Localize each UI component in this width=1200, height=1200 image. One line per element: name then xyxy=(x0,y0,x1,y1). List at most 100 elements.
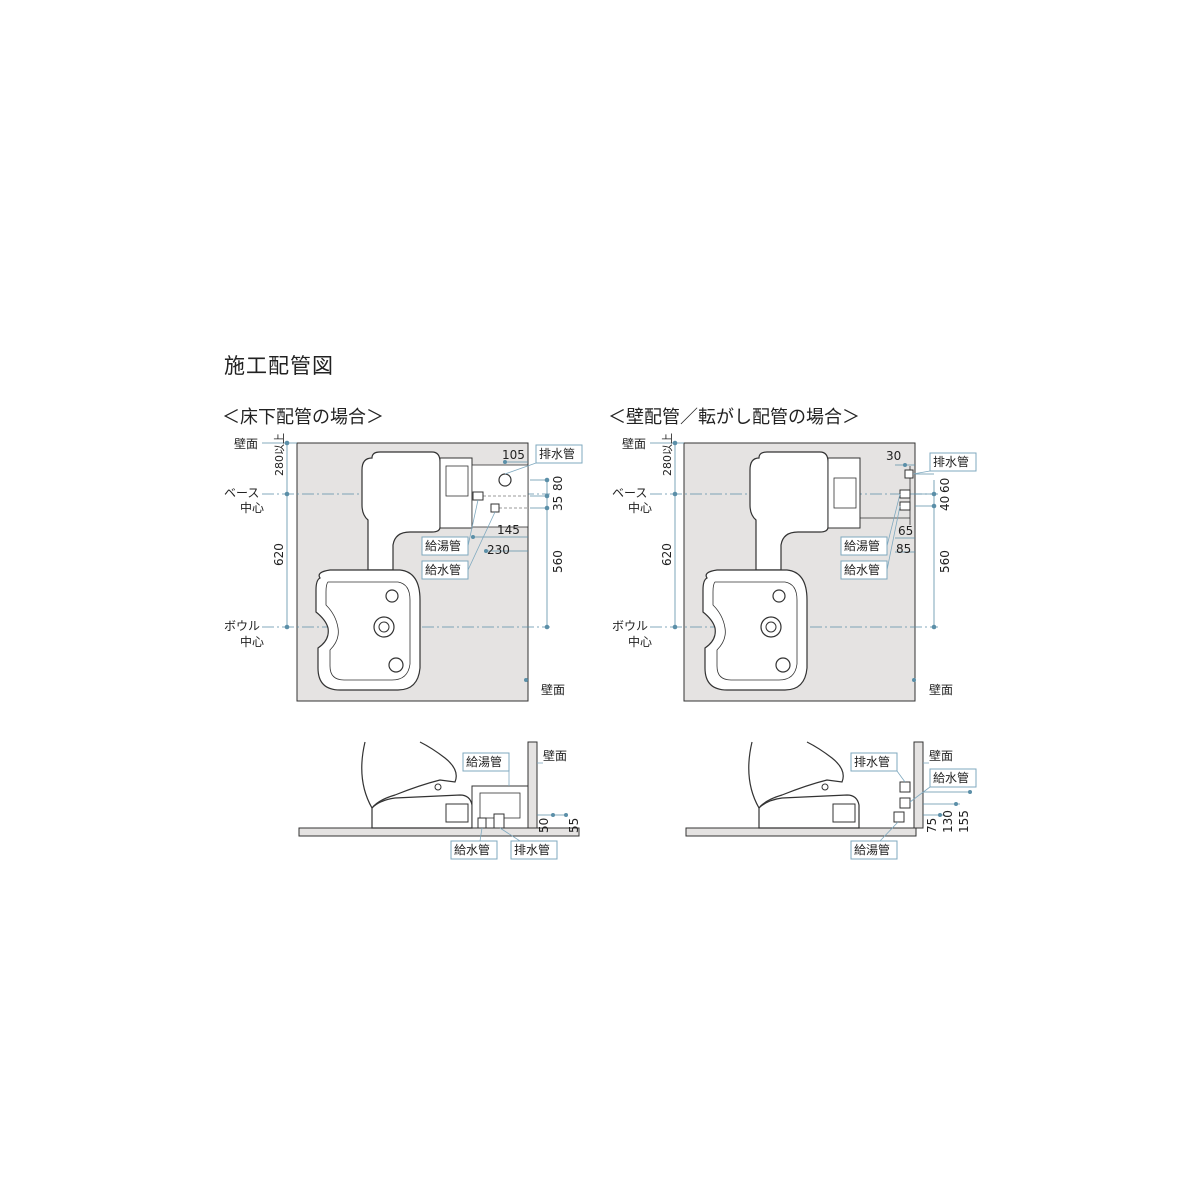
left-side-drain-valve-icon xyxy=(493,813,505,829)
right-floor xyxy=(685,827,917,837)
right-side-panel-icon xyxy=(832,803,856,823)
dim-dot xyxy=(931,503,937,509)
left-plan-view xyxy=(262,440,583,702)
leader-line xyxy=(912,470,931,475)
left-plan-texts: 壁面 ベース 中心 ボウル 中心 壁面 排水管 給湯管 給水管 105 145 … xyxy=(224,433,575,697)
left-dim-35: 35 xyxy=(551,496,565,511)
left-side-wall xyxy=(527,741,538,829)
right-side-hot-label-box xyxy=(850,840,898,860)
left-dim-230: 230 xyxy=(487,543,510,557)
right-bowl-drain-icon xyxy=(760,616,782,638)
left-side-texts: 給湯管 壁面 給水管 排水管 50 55 xyxy=(454,748,581,857)
right-dim-130: 130 xyxy=(941,810,955,833)
right-side-hot-label: 給湯管 xyxy=(854,842,890,857)
left-side-hot-label: 給湯管 xyxy=(466,754,502,769)
left-hot-pipe-label: 給湯管 xyxy=(425,538,461,553)
left-base-center-label-2: 中心 xyxy=(240,500,264,515)
leader-line xyxy=(879,821,899,842)
left-side-water-label: 給水管 xyxy=(454,842,490,857)
left-drain-pipe-label: 排水管 xyxy=(539,446,575,461)
left-bowl-drain-icon xyxy=(373,616,395,638)
dim-dot xyxy=(544,477,550,483)
dim-dot xyxy=(544,493,550,499)
left-dim-80: 80 xyxy=(551,476,565,491)
right-dim-560: 560 xyxy=(938,550,952,573)
right-side-view xyxy=(685,741,977,860)
dim-dot xyxy=(931,624,937,630)
right-side-body xyxy=(748,741,844,810)
right-dim-280: 280以上 xyxy=(661,433,674,476)
dim-dot xyxy=(544,505,550,511)
right-drain-valve-icon xyxy=(904,469,914,479)
right-side-wall-label: 壁面 xyxy=(929,748,953,763)
left-dim-55: 55 xyxy=(567,818,581,833)
left-wall-right-label: 壁面 xyxy=(541,682,565,697)
right-base-body xyxy=(749,451,829,571)
right-jet-icon xyxy=(775,657,791,673)
leader-line xyxy=(886,505,901,571)
leader-line xyxy=(499,827,521,842)
right-base-box xyxy=(827,457,861,529)
right-bowl-center-label-1: ボウル xyxy=(612,619,648,633)
right-dim-85: 85 xyxy=(896,542,911,556)
dim-dot xyxy=(954,802,958,806)
left-wall-top-label: 壁面 xyxy=(234,436,258,451)
right-dim-40: 40 xyxy=(938,496,952,511)
right-wall-right-label: 壁面 xyxy=(929,682,953,697)
right-side-drain-valve-icon xyxy=(899,781,911,793)
leader-line xyxy=(909,786,931,803)
right-hot-valve-icon xyxy=(899,489,911,499)
right-bowl-drain-inner-icon xyxy=(765,621,777,633)
right-base-center-label-2: 中心 xyxy=(628,500,652,515)
right-side-wall xyxy=(913,741,924,829)
right-view-heading: ＜壁配管／転がし配管の場合＞ xyxy=(608,407,860,428)
right-hot-pipe-label: 給湯管 xyxy=(844,538,880,553)
dim-dot xyxy=(284,624,290,630)
dim-dot xyxy=(503,460,507,464)
right-base-inner-box xyxy=(833,477,857,509)
left-side-water-label-box xyxy=(450,840,498,860)
right-side-texts: 排水管 壁面 給水管 給湯管 75 130 155 xyxy=(854,748,971,857)
left-base-center-label-1: ベース xyxy=(224,486,259,500)
right-side-hot-valve-icon xyxy=(893,811,905,823)
left-side-drain-label: 排水管 xyxy=(514,842,550,857)
left-base-body xyxy=(361,451,441,571)
right-dim-60: 60 xyxy=(938,478,952,493)
dim-dot xyxy=(912,678,916,682)
left-drain-label-box xyxy=(535,444,583,464)
right-bowl-center-label-2: 中心 xyxy=(628,634,652,649)
dim-dot xyxy=(672,491,678,497)
dim-dot xyxy=(544,624,550,630)
left-dim-105: 105 xyxy=(502,448,525,462)
left-dim-145: 145 xyxy=(497,523,520,537)
right-dim-65: 65 xyxy=(898,524,913,538)
right-side-screw-icon xyxy=(821,783,829,791)
left-side-panel-icon xyxy=(445,803,469,823)
left-water-valve-icon xyxy=(490,503,500,513)
right-base-center-label-1: ベース xyxy=(612,486,647,500)
left-side-wall-label: 壁面 xyxy=(543,748,567,763)
leader-line xyxy=(896,770,906,783)
right-side-water-label-box xyxy=(929,768,977,788)
left-water-pipe-label: 給水管 xyxy=(425,562,461,577)
left-bowl-center-label-1: ボウル xyxy=(224,619,260,633)
leader-line xyxy=(886,493,901,547)
left-side-hot-label-box xyxy=(462,752,510,772)
left-dim-280: 280以上 xyxy=(273,433,286,476)
leader-line xyxy=(479,827,483,842)
right-plan-texts: 壁面 ベース 中心 ボウル 中心 壁面 排水管 給湯管 給水管 30 65 85… xyxy=(612,433,969,697)
left-dim-620: 620 xyxy=(272,543,286,566)
right-water-valve-icon xyxy=(899,501,911,511)
dim-dot xyxy=(564,813,568,817)
left-side-screw-icon xyxy=(434,783,442,791)
leader-line xyxy=(467,499,479,547)
dim-dot xyxy=(938,813,942,817)
left-jet-icon xyxy=(388,657,404,673)
left-side-view xyxy=(298,741,580,860)
left-side-drain-label-box xyxy=(510,840,558,860)
right-faucet-icon xyxy=(772,589,786,603)
right-side-drain-label-box xyxy=(850,752,898,772)
left-hot-valve-icon xyxy=(472,491,484,501)
dim-dot xyxy=(672,624,678,630)
left-bowl-outline xyxy=(315,569,421,691)
